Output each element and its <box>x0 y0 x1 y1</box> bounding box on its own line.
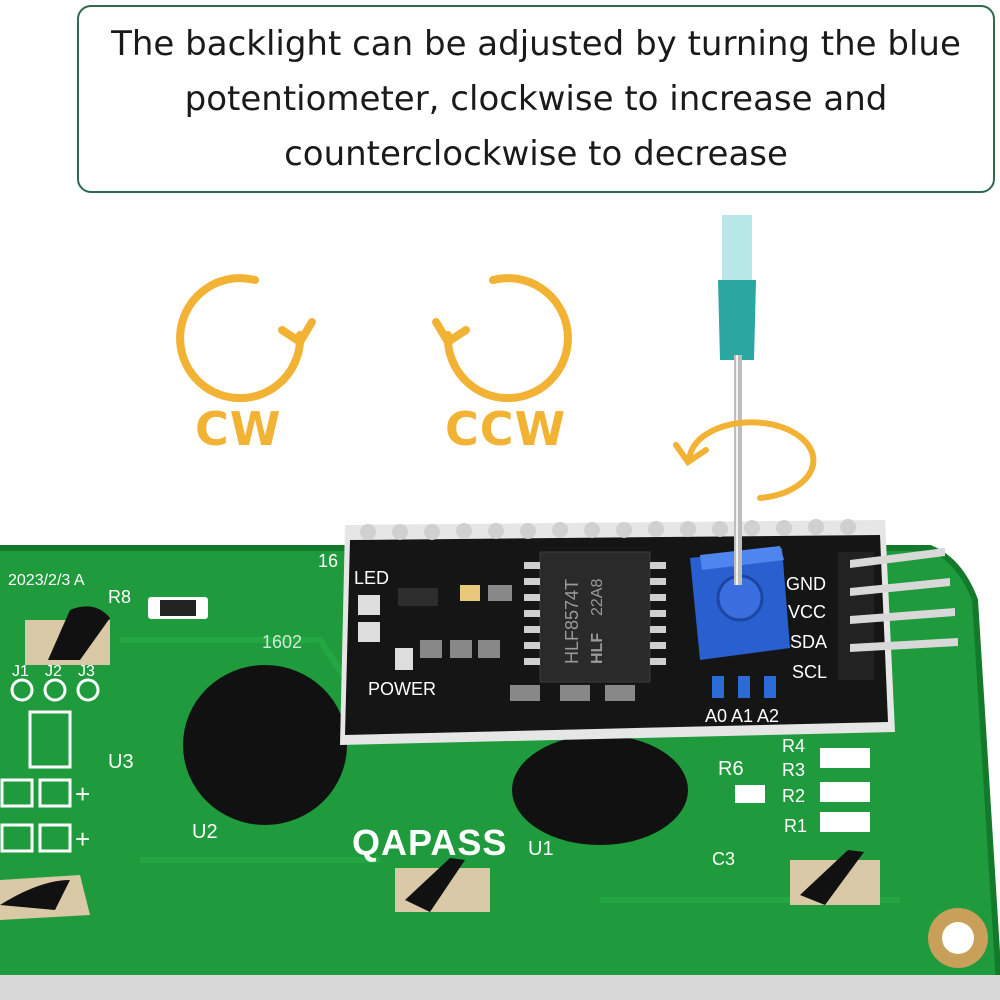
label-r3: R3 <box>782 760 805 780</box>
caption-text: The backlight can be adjusted by turning… <box>111 23 961 174</box>
power-label: POWER <box>368 679 436 699</box>
pin-label-vcc: VCC <box>788 602 826 622</box>
cw-arrow-icon <box>176 274 316 403</box>
ic-chip <box>539 551 651 683</box>
i2c-module: HLF8574T HLF 22A8 <box>340 519 958 745</box>
pin-label-gnd: GND <box>786 574 826 594</box>
blue-potentiometer <box>690 546 790 660</box>
label-j3: J3 <box>78 663 95 680</box>
brand-qapass: QAPASS <box>352 822 507 863</box>
date-marking: 2023/2/3 A <box>8 572 85 589</box>
label-u2: U2 <box>192 821 218 843</box>
chip-blob-u2 <box>183 665 347 825</box>
svg-text:+: + <box>75 824 90 854</box>
chip-text-2: HLF <box>589 633 606 664</box>
chip-text-3: 22A8 <box>589 579 606 616</box>
label-j2: J2 <box>45 663 62 680</box>
cw-label: CW <box>195 402 282 456</box>
label-r8: R8 <box>108 587 131 607</box>
address-labels: A0 A1 A2 <box>705 706 779 726</box>
label-r1: R1 <box>784 816 807 836</box>
chip-blob-u1 <box>512 735 688 845</box>
label-r2: R2 <box>782 786 805 806</box>
label-c3: C3 <box>712 849 735 869</box>
led-label: LED <box>354 568 389 588</box>
pin-label-scl: SCL <box>792 662 827 682</box>
label-16: 16 <box>318 551 338 571</box>
label-u3: U3 <box>108 751 134 773</box>
chip-text-1: HLF8574T <box>562 579 582 664</box>
label-r4: R4 <box>782 736 805 756</box>
ccw-label: CCW <box>445 402 567 456</box>
label-u1: U1 <box>528 838 554 860</box>
right-angle-pins <box>838 548 958 680</box>
screwdriver <box>718 215 756 585</box>
label-1602: 1602 <box>262 632 302 652</box>
rotation-arrow-icon <box>673 419 817 501</box>
caption-box: The backlight can be adjusted by turning… <box>77 5 995 193</box>
header-pins <box>360 519 856 540</box>
pin-label-sda: SDA <box>790 632 827 652</box>
label-j1: J1 <box>12 663 29 680</box>
label-r6: R6 <box>718 758 744 780</box>
svg-text:+: + <box>75 779 90 809</box>
ccw-arrow-icon <box>432 274 572 403</box>
